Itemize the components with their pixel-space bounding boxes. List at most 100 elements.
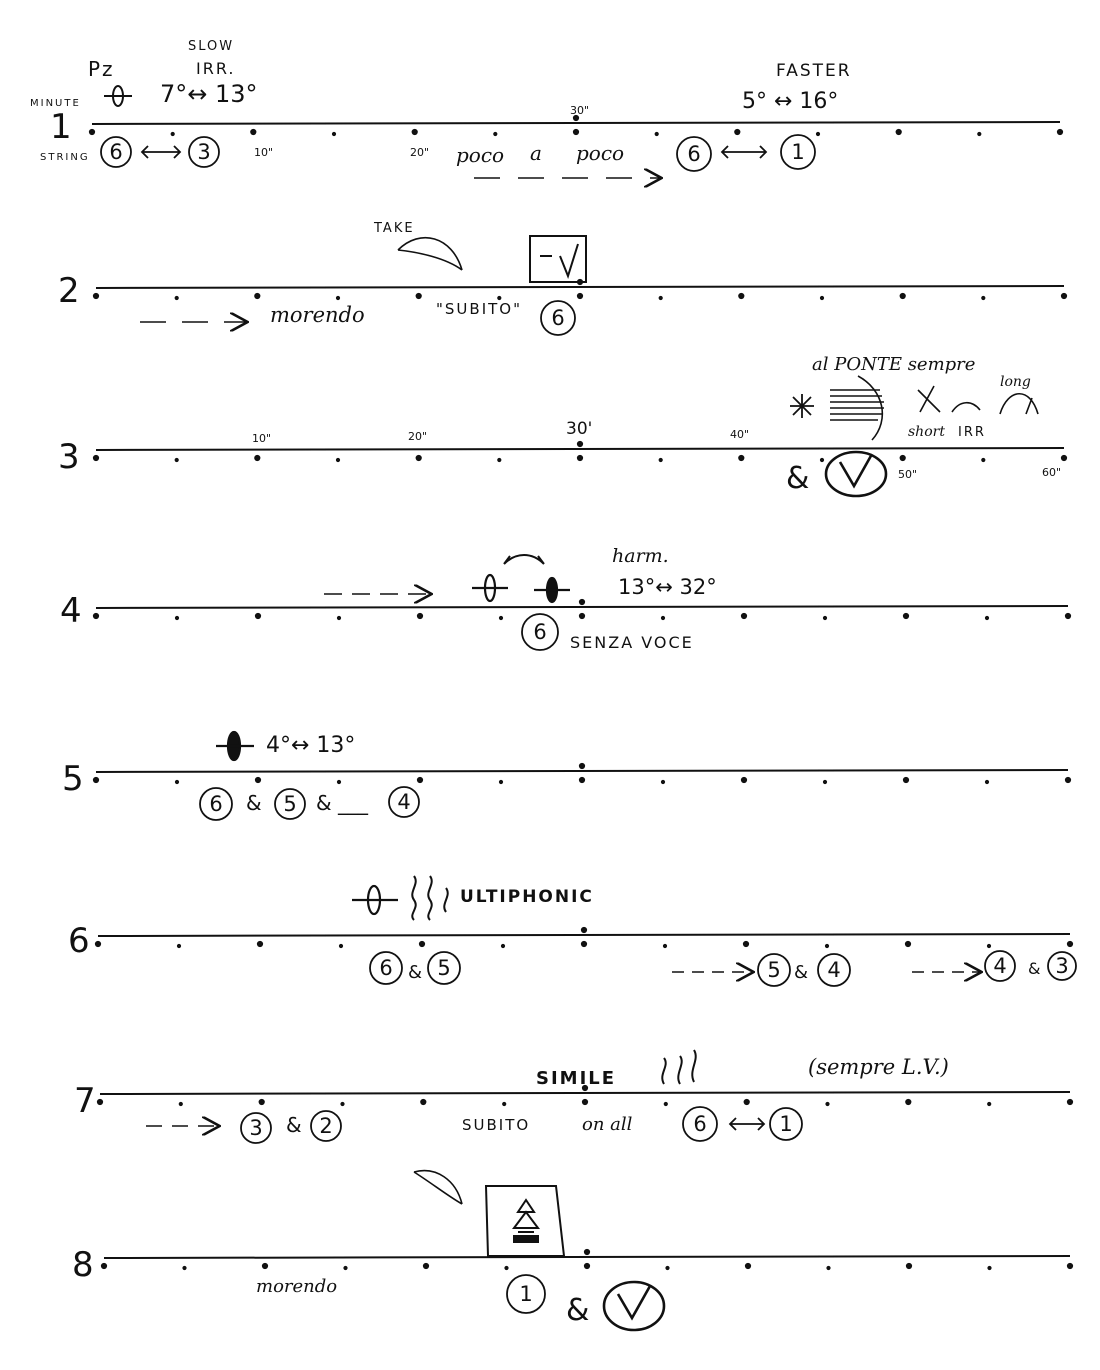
simile-wave-icon bbox=[661, 1049, 697, 1085]
tick-dot bbox=[174, 295, 179, 301]
string-number: 6 bbox=[379, 956, 392, 980]
string-circle-outline bbox=[369, 951, 403, 985]
timeline-line bbox=[103, 1255, 1071, 1259]
tick-dot bbox=[822, 615, 828, 621]
tick-dot bbox=[170, 131, 175, 137]
string-number-circle: 6 bbox=[682, 1106, 718, 1142]
time-mark-20-l1: 20" bbox=[410, 146, 429, 159]
timeline-1 bbox=[88, 114, 1064, 137]
timeline-3 bbox=[92, 440, 1068, 463]
string-label: STRING bbox=[40, 152, 90, 163]
timeline-2 bbox=[92, 278, 1068, 301]
notehead-icon bbox=[104, 85, 132, 107]
tick-dot bbox=[92, 776, 100, 784]
tick-dot bbox=[254, 612, 262, 620]
bow-icon bbox=[397, 236, 463, 271]
tick-dot bbox=[738, 454, 745, 462]
string-number: 6 bbox=[109, 140, 122, 164]
tick-dot bbox=[502, 1101, 507, 1107]
tick-dot bbox=[178, 1101, 183, 1107]
tick-dot bbox=[256, 940, 264, 948]
tick-dot bbox=[493, 131, 498, 137]
tick-dot bbox=[336, 779, 342, 785]
string-circle-outline bbox=[240, 1112, 272, 1144]
string-number-circle: 1 bbox=[769, 1107, 803, 1141]
sempre-lv: (sempre L.V.) bbox=[808, 1055, 949, 1079]
timeline-6 bbox=[94, 926, 1074, 949]
string-number: 6 bbox=[209, 792, 222, 816]
range-faster: 5° ↔ 16° bbox=[742, 89, 838, 114]
tick-dot bbox=[254, 292, 261, 300]
faster-label: FASTER bbox=[776, 61, 852, 81]
line-number-2: 2 bbox=[58, 271, 80, 311]
senza-voce: SENZA VOCE bbox=[570, 633, 694, 652]
double-arrow-icon bbox=[140, 145, 182, 159]
circled-v-icon bbox=[824, 450, 888, 498]
timeline-line bbox=[95, 605, 1069, 609]
take-label: TAKE bbox=[373, 221, 415, 236]
timeline-line bbox=[99, 1091, 1071, 1095]
tick-dot bbox=[422, 1262, 430, 1270]
string-number-circle: 5 bbox=[757, 953, 791, 987]
irr-label-l3: IRR bbox=[958, 425, 986, 440]
ampersand-l6c: & bbox=[1028, 959, 1040, 978]
string-circle-outline bbox=[188, 136, 220, 168]
time-mark-50-l3: 50" bbox=[898, 468, 917, 481]
tick-dot bbox=[498, 615, 504, 621]
string-circle-outline bbox=[199, 787, 233, 821]
string-number: 6 bbox=[687, 142, 700, 166]
range-l5: 4°↔ 13° bbox=[266, 733, 355, 758]
tick-dot bbox=[826, 1265, 831, 1271]
time-mark-30-l1: 30" bbox=[570, 104, 589, 117]
tick-dot bbox=[497, 295, 502, 301]
poco-1: poco bbox=[456, 143, 504, 167]
tick-dot bbox=[415, 292, 422, 300]
timeline-line bbox=[95, 769, 1069, 773]
tick-dot bbox=[182, 1265, 187, 1271]
string-number-circle: 4 bbox=[388, 786, 420, 818]
tick-dot bbox=[902, 612, 910, 620]
tick-dot bbox=[578, 612, 586, 620]
circled-v-icon bbox=[602, 1280, 666, 1332]
tick-dot bbox=[340, 1101, 345, 1107]
string-number-circle: 1 bbox=[506, 1274, 546, 1314]
long-label: long bbox=[1000, 374, 1031, 390]
tick-dot bbox=[500, 943, 506, 949]
tick-dot bbox=[338, 943, 344, 949]
tick-dot bbox=[1064, 776, 1072, 784]
tick-dot bbox=[902, 776, 910, 784]
tick-dot bbox=[663, 1101, 668, 1107]
tick-dot bbox=[815, 131, 821, 137]
string-number: 5 bbox=[437, 956, 450, 980]
morendo-l8: morendo bbox=[256, 1276, 337, 1297]
timeline-5 bbox=[92, 762, 1072, 785]
subito-l2: "SUBITO" bbox=[436, 300, 522, 318]
string-number: 1 bbox=[791, 140, 804, 164]
line-number-3: 3 bbox=[58, 437, 80, 477]
tick-dot bbox=[96, 1098, 104, 1106]
tick-dot bbox=[94, 940, 102, 948]
tick-dot bbox=[336, 615, 342, 621]
tick-dot bbox=[254, 776, 262, 784]
ampersand-l3: & bbox=[786, 461, 809, 496]
string-number-circle: 6 bbox=[521, 613, 559, 651]
notehead-icon bbox=[352, 884, 398, 916]
string-number-circle: 5 bbox=[274, 788, 306, 820]
multiphonic-label: ULTIPHONIC bbox=[460, 887, 594, 907]
tick-dot bbox=[819, 457, 825, 463]
string-number-circle: 5 bbox=[427, 951, 461, 985]
string-circle-outline bbox=[310, 1110, 342, 1142]
ampersand-l5a: & bbox=[246, 791, 262, 815]
tick-dot bbox=[899, 454, 906, 462]
tick-dot bbox=[987, 1101, 992, 1107]
string-circle-outline bbox=[757, 953, 791, 987]
string-number-circle: 6 bbox=[540, 300, 576, 336]
string-number: 5 bbox=[767, 958, 780, 982]
tick-dot bbox=[658, 295, 663, 301]
timeline-7 bbox=[96, 1084, 1074, 1107]
ampersand-l6b: & bbox=[794, 962, 808, 983]
string-circle-outline bbox=[817, 953, 851, 987]
timeline-line bbox=[91, 121, 1061, 125]
tick-dot bbox=[100, 1262, 108, 1270]
